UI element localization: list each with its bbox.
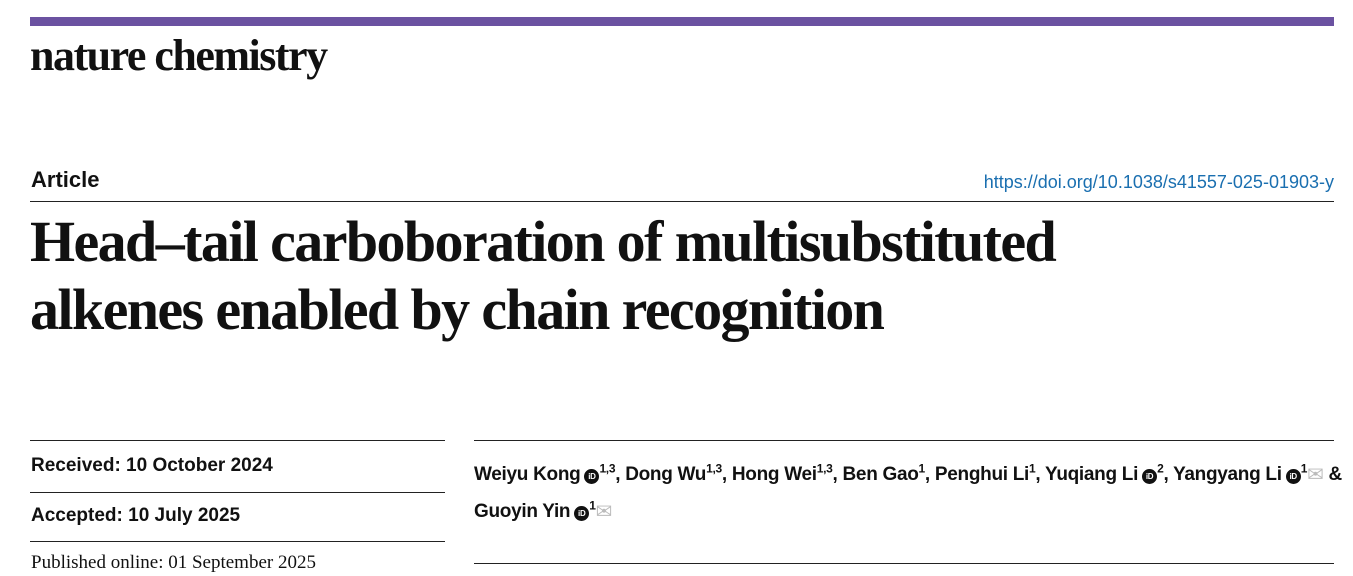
author-separator: ,	[1035, 464, 1045, 486]
divider	[30, 201, 1334, 202]
orcid-icon[interactable]: iD	[1142, 469, 1158, 485]
affiliation-sup: 1	[589, 498, 596, 513]
divider	[30, 440, 445, 441]
divider	[474, 440, 1334, 441]
accepted-date: Accepted: 10 July 2025	[31, 505, 241, 526]
author[interactable]: Hong Wei1,3,	[731, 462, 843, 486]
title-line: alkenes enabled by chain recognition	[30, 277, 885, 342]
journal-name[interactable]: nature chemistry	[30, 31, 328, 80]
author-name[interactable]: Dong Wu	[625, 464, 707, 486]
doi-link[interactable]: https://doi.org/10.1038/s41557-025-01903…	[983, 172, 1334, 192]
email-icon[interactable]: ✉	[595, 500, 613, 523]
divider	[30, 492, 445, 493]
affiliation-sup: 1,3	[599, 462, 616, 476]
author-separator: ,	[832, 464, 843, 486]
author-name[interactable]: Ben Gao	[842, 464, 919, 486]
author-separator: ,	[924, 464, 935, 486]
orcid-icon[interactable]: iD	[574, 505, 590, 521]
author[interactable]: Penghui Li1,	[934, 462, 1045, 486]
received-date: Received: 10 October 2024	[31, 455, 273, 476]
divider	[30, 541, 445, 542]
author-separator: &	[1323, 464, 1343, 486]
author-name[interactable]: Yuqiang Li	[1045, 464, 1139, 486]
divider	[474, 563, 1334, 564]
affiliation-sup: 1	[1300, 462, 1308, 476]
affiliation-sup: 1	[1029, 462, 1036, 476]
author-name[interactable]: Hong Wei	[731, 464, 817, 486]
author[interactable]: Ben Gao1,	[842, 462, 935, 486]
affiliation-sup: 1,3	[816, 462, 833, 476]
article-type: Article	[31, 167, 100, 192]
author-separator: ,	[615, 464, 626, 486]
author[interactable]: Dong Wu1,3,	[625, 462, 732, 486]
author-name[interactable]: Guoyin Yin	[474, 500, 571, 522]
title-line: Head–tail carboboration of multisubstitu…	[30, 209, 1057, 274]
published-date: Published online: 01 September 2025	[31, 552, 316, 573]
orcid-icon[interactable]: iD	[584, 469, 600, 485]
author-separator: ,	[1163, 464, 1174, 486]
author-separator: ,	[721, 464, 732, 486]
journal-accent-bar	[30, 17, 1334, 26]
affiliation-sup: 1	[918, 462, 926, 476]
article-title: Head–tail carboboration of multisubstitu…	[30, 208, 1340, 344]
author-name[interactable]: Weiyu Kong	[474, 464, 581, 486]
email-icon[interactable]: ✉	[1307, 464, 1324, 487]
author-name[interactable]: Yangyang Li	[1173, 464, 1282, 486]
author-name[interactable]: Penghui Li	[934, 464, 1029, 486]
affiliation-sup: 2	[1157, 462, 1164, 476]
affiliation-sup: 1,3	[706, 462, 722, 476]
orcid-icon[interactable]: iD	[1285, 469, 1301, 485]
